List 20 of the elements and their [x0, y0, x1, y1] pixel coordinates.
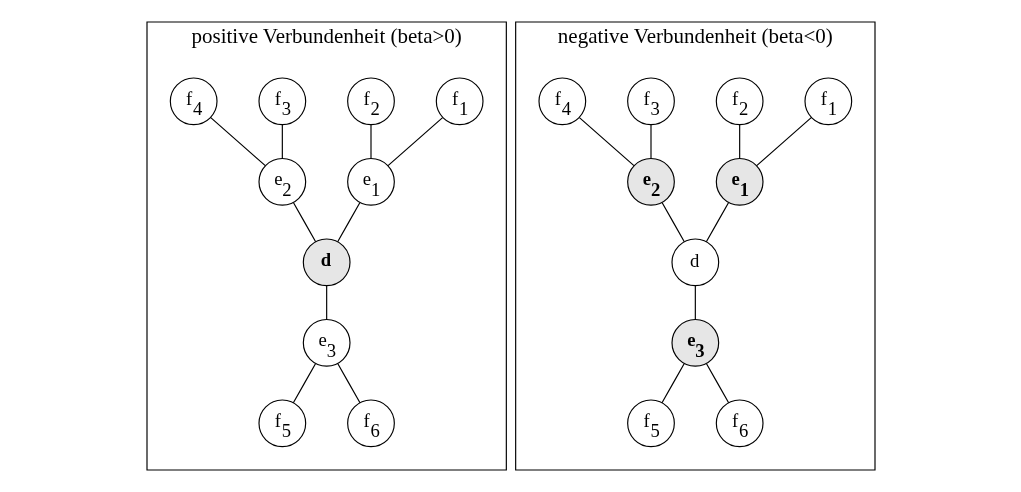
connector: [705, 202, 729, 243]
node-circle: d: [302, 238, 351, 287]
connector: [336, 202, 360, 243]
connector: [649, 124, 652, 159]
connector: [578, 117, 635, 167]
connector: [336, 363, 361, 404]
connector: [694, 285, 696, 320]
connector: [209, 117, 266, 167]
connector: [292, 363, 316, 404]
connector: [281, 124, 283, 159]
connector: [386, 117, 443, 167]
connector: [755, 117, 812, 167]
node-circle: d: [670, 238, 719, 287]
connector: [369, 124, 372, 159]
connector: [325, 285, 327, 320]
connector: [292, 202, 316, 243]
connector: [738, 124, 740, 159]
connector: [660, 363, 685, 404]
connector: [661, 202, 685, 243]
connector: [705, 363, 729, 404]
